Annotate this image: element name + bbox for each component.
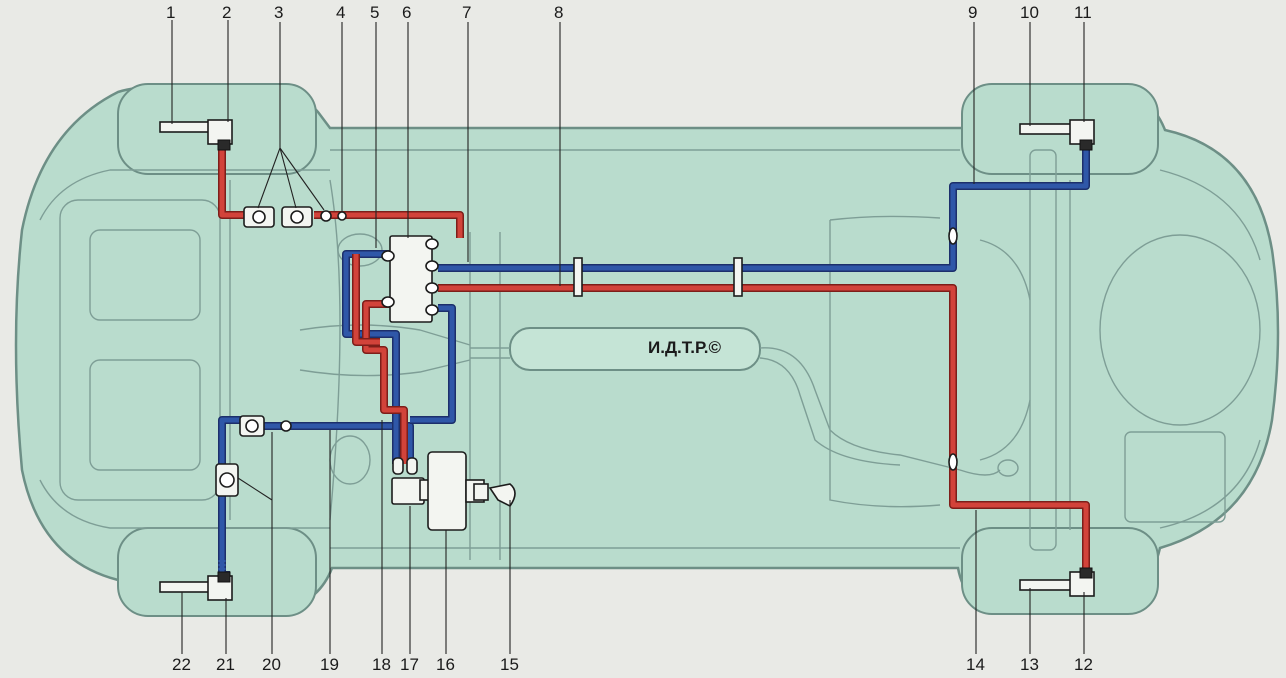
- wheel-front-right: [117, 527, 317, 617]
- muffler: [509, 327, 761, 371]
- clip: [948, 453, 958, 471]
- chassis-structure: [39, 149, 1261, 560]
- callout-4: 4: [336, 3, 345, 22]
- caliper-front-left: [159, 119, 233, 151]
- callout-22: 22: [172, 655, 191, 674]
- callout-10: 10: [1020, 3, 1039, 22]
- callout-18: 18: [372, 655, 391, 674]
- callout-2: 2: [222, 3, 231, 22]
- callout-19: 19: [320, 655, 339, 674]
- brake-components: [159, 119, 1095, 601]
- callout-20: 20: [262, 655, 281, 674]
- exhaust-system: [470, 327, 1001, 476]
- clip: [948, 227, 958, 245]
- callout-11: 11: [1074, 3, 1092, 22]
- callout-13: 13: [1020, 655, 1039, 674]
- callout-16: 16: [436, 655, 455, 674]
- callout-labels: 1 2 3 4 5 6 7 8 9 10 11 12 13 14 15 16 1…: [166, 3, 1093, 674]
- line-clamps-front-left: [243, 206, 347, 228]
- callout-21: 21: [216, 655, 235, 674]
- caliper-front-right: [159, 571, 233, 601]
- callout-6: 6: [402, 3, 411, 22]
- clip: [733, 257, 743, 297]
- callout-3: 3: [274, 3, 283, 22]
- line-clamps-front-right: [215, 415, 292, 497]
- callout-15: 15: [500, 655, 519, 674]
- master-cylinder: [391, 457, 433, 505]
- clip: [573, 257, 583, 297]
- callout-5: 5: [370, 3, 379, 22]
- stamp: И.Д.Т.Р.©: [648, 338, 721, 357]
- callout-7: 7: [462, 3, 471, 22]
- callout-14: 14: [966, 655, 985, 674]
- callout-9: 9: [968, 3, 977, 22]
- brake-pedal: [473, 483, 516, 508]
- valve-block: [381, 235, 439, 323]
- caliper-rear-left: [1019, 119, 1095, 151]
- callout-8: 8: [554, 3, 563, 22]
- callout-1: 1: [166, 3, 175, 22]
- caliper-rear-right: [1019, 567, 1095, 597]
- leader-lines: [171, 20, 1085, 654]
- wheel-rear-right: [961, 527, 1159, 615]
- callout-12: 12: [1074, 655, 1093, 674]
- callout-17: 17: [400, 655, 419, 674]
